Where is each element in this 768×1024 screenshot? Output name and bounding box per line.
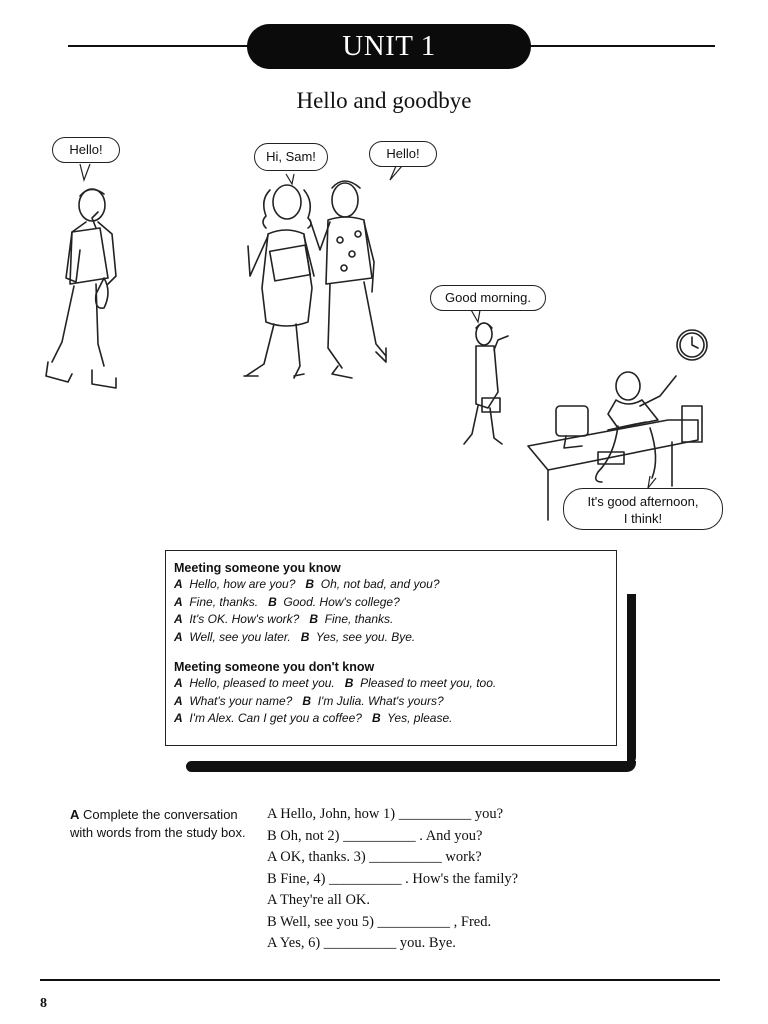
good-afternoon-line-2: I think! <box>623 511 663 526</box>
speaker-label: A <box>174 577 183 591</box>
study-box-line: A Hello, how are you? B Oh, not bad, and… <box>174 576 608 594</box>
speaker-label: A <box>174 594 183 609</box>
good-afternoon-line-1: It's good afternoon, <box>587 494 699 509</box>
woman-with-folder-figure <box>243 184 315 379</box>
conversation-line: B Fine, 4) __________ . How's the family… <box>267 870 519 887</box>
page-subtitle: Hello and goodbye <box>296 88 472 113</box>
line-text: Fine, thanks. <box>189 594 259 609</box>
line-text: What's your name? <box>189 693 293 708</box>
exercise-instruction-text: Complete the conversation with words fro… <box>70 807 246 840</box>
speech-bubble-good-morning: Good morning. <box>430 285 546 311</box>
exercise-conversation: A Hello, John, how 1) __________ you? B … <box>267 804 597 955</box>
study-box-heading-unknown: Meeting someone you don't know <box>174 660 375 674</box>
conversation-line: A OK, thanks. 3) __________ work? <box>267 849 482 865</box>
line-text: Pleased to meet you, too. <box>360 676 497 690</box>
conversation-line: A They're all OK. <box>267 892 371 908</box>
speaker-label: A <box>174 676 183 690</box>
header-rule-right <box>520 45 715 47</box>
footer-rule <box>40 979 720 981</box>
exercise-instruction: A Complete the conversation with words f… <box>70 806 250 842</box>
speaker-label: B <box>309 612 318 626</box>
speaker-label: A <box>174 612 183 626</box>
line-text: Well, see you later. <box>189 629 291 644</box>
unit-title: UNIT 1 <box>247 24 531 69</box>
study-box-shadow-bottom <box>186 761 636 772</box>
conversation-line: A Yes, 6) __________ you. Bye. <box>267 935 456 951</box>
speaker-label: A <box>174 629 183 644</box>
speaker-label: B <box>268 594 277 609</box>
wall-clock-icon <box>676 329 708 361</box>
line-text: I'm Alex. Can I get you a coffee? <box>189 711 362 725</box>
line-text: Hello, pleased to meet you. <box>189 676 335 690</box>
walking-man-figure <box>45 188 117 389</box>
speaker-label: B <box>302 693 312 708</box>
study-box: Meeting someone you know A Hello, how ar… <box>165 550 617 746</box>
line-text: Yes, see you. Bye. <box>315 629 416 644</box>
line-text: I'm Julia. What's yours? <box>317 693 444 708</box>
speaker-label: B <box>344 676 354 690</box>
line-text: Hello, how are you? <box>189 577 296 591</box>
page-number: 8 <box>40 996 47 1011</box>
line-text: Good. How's college? <box>283 594 400 609</box>
line-text: Yes, please. <box>387 711 453 725</box>
speaker-label: A <box>174 711 183 725</box>
study-box-heading-known: Meeting someone you know <box>174 561 341 575</box>
speech-bubble-good-afternoon: It's good afternoon, I think! <box>563 488 723 530</box>
speaker-label: A <box>174 693 183 708</box>
study-box-line: A Well, see you later. B Yes, see you. B… <box>174 629 608 647</box>
header-rule-left <box>68 45 258 47</box>
speaker-label: B <box>371 711 381 725</box>
study-box-line: A What's your name? B I'm Julia. What's … <box>174 693 608 711</box>
speech-bubble-hello-left: Hello! <box>52 137 120 163</box>
office-desk-scene <box>527 371 703 521</box>
conversation-line: A Hello, John, how 1) __________ you? <box>267 806 504 822</box>
study-box-line: A Hello, pleased to meet you. B Pleased … <box>174 675 608 693</box>
businesswoman-figure <box>463 322 509 445</box>
study-box-shadow-right <box>627 594 636 766</box>
speech-bubble-hi-sam: Hi, Sam! <box>254 143 328 171</box>
study-box-line: A I'm Alex. Can I get you a coffee? B Ye… <box>174 710 608 728</box>
line-text: Oh, not bad, and you? <box>320 577 440 591</box>
line-text: Fine, thanks. <box>324 612 394 626</box>
speech-bubble-hello-right: Hello! <box>369 141 437 167</box>
study-box-line: A Fine, thanks. B Good. How's college? <box>174 594 608 612</box>
conversation-line: B Oh, not 2) __________ . And you? <box>267 827 483 844</box>
study-box-line: A It's OK. How's work? B Fine, thanks. <box>174 611 608 629</box>
greeting-illustration <box>45 163 708 521</box>
exercise-letter: A <box>70 807 80 822</box>
speaker-label: B <box>300 629 310 644</box>
man-waving-figure <box>309 180 387 379</box>
conversation-line: B Well, see you 5) __________ , Fred. <box>267 913 492 930</box>
speaker-label: B <box>305 577 315 591</box>
line-text: It's OK. How's work? <box>189 612 300 626</box>
